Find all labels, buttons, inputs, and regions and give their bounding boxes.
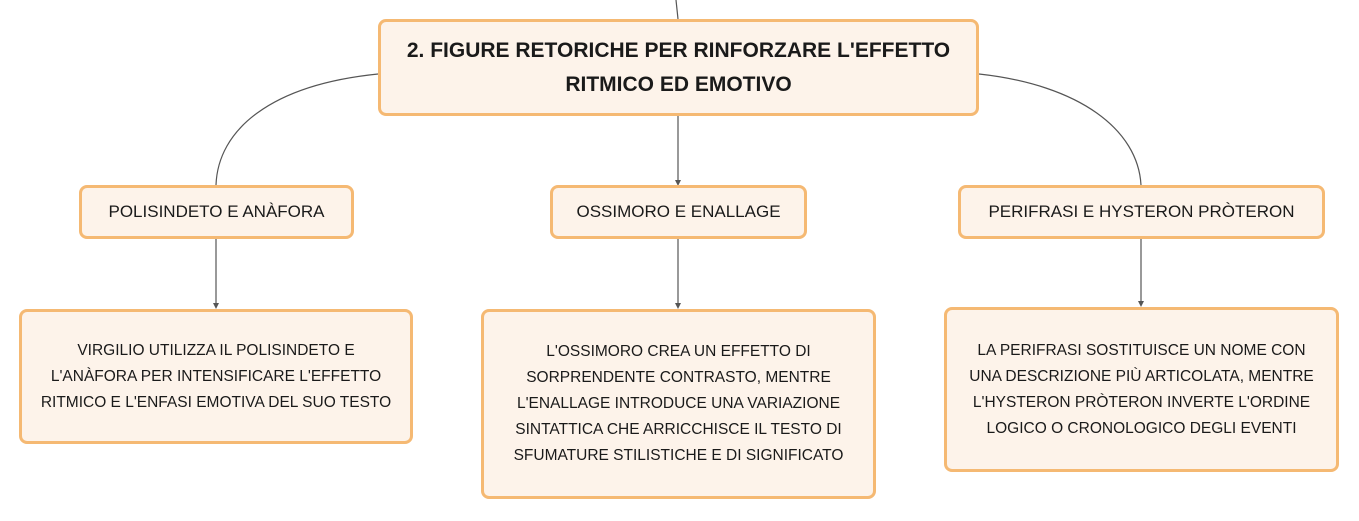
connector-parent-to-root: [675, 0, 679, 20]
root-node[interactable]: 2. FIGURE RETORICHE PER RINFORZARE L'EFF…: [378, 19, 979, 116]
topic-node-perifrasi-hysteron[interactable]: PERIFRASI E HYSTERON PRÒTERON: [958, 185, 1325, 239]
detail-node-text: L'OSSIMORO CREA UN EFFETTO DI SORPRENDEN…: [513, 343, 844, 464]
detail-node-text: LA PERIFRASI SOSTITUISCE UN NOME CON UNA…: [969, 341, 1314, 437]
topic-node-ossimoro-enallage[interactable]: OSSIMORO E ENALLAGE: [550, 185, 807, 239]
root-node-title: 2. FIGURE RETORICHE PER RINFORZARE L'EFF…: [406, 38, 951, 96]
topic-node-polisindeto-anafora[interactable]: POLISINDETO E ANÀFORA: [79, 185, 354, 239]
topic-node-label: PERIFRASI E HYSTERON PRÒTERON: [988, 202, 1295, 221]
detail-node-ossimoro-enallage[interactable]: L'OSSIMORO CREA UN EFFETTO DI SORPRENDEN…: [481, 309, 876, 499]
topic-node-label: POLISINDETO E ANÀFORA: [108, 202, 325, 221]
connector-root-to-topic-3: [978, 73, 1142, 186]
connector-root-to-topic-1: [215, 73, 379, 186]
detail-node-text: VIRGILIO UTILIZZA IL POLISINDETO E L'ANÀ…: [40, 341, 392, 411]
detail-node-perifrasi-hysteron[interactable]: LA PERIFRASI SOSTITUISCE UN NOME CON UNA…: [944, 307, 1339, 472]
topic-node-label: OSSIMORO E ENALLAGE: [576, 202, 781, 221]
detail-node-polisindeto-anafora[interactable]: VIRGILIO UTILIZZA IL POLISINDETO E L'ANÀ…: [19, 309, 413, 444]
